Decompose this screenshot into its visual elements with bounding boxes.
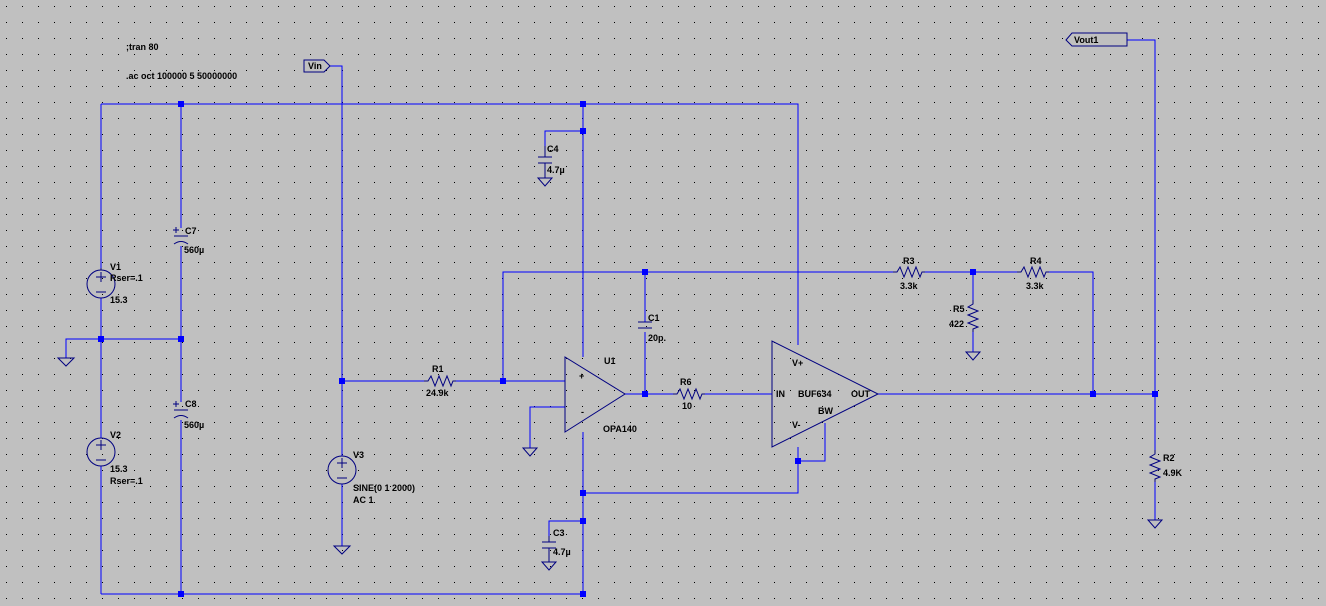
net-label-vout[interactable]: Vout1 (1065, 32, 1128, 47)
v1-voltage-source[interactable]: V1 Rser=.1 15.3 (86, 262, 143, 305)
r6-value: 10 (682, 401, 692, 411)
c4-value: 4.7µ (547, 165, 565, 175)
c7-value: 560µ (184, 245, 204, 255)
r3-resistor[interactable]: R3 3.3k (893, 256, 925, 291)
c1-capacitor[interactable]: C1 20p. (638, 313, 666, 343)
r1-resistor[interactable]: R1 24.9k (424, 364, 456, 398)
v3-value: SINE(0 1 2000) (353, 483, 415, 493)
r4-value: 3.3k (1026, 281, 1045, 291)
c3-name: C3 (553, 528, 565, 538)
r6-name: R6 (680, 377, 692, 387)
u1-plus-pin: + (579, 371, 584, 381)
buf-vplus-pin: V+ (792, 358, 803, 368)
r3-name: R3 (903, 256, 915, 266)
c4-name: C4 (547, 144, 559, 154)
ac-directive[interactable]: .ac oct 100000 5 50000000 (126, 71, 237, 81)
c7-name: C7 (185, 226, 197, 236)
v3-param: AC 1 (353, 495, 374, 505)
u1-name: U1 (604, 356, 616, 366)
r5-value: 422 (949, 319, 964, 329)
v1-value: 15.3 (110, 295, 128, 305)
v2-name: V2 (110, 430, 121, 440)
net-label-vin[interactable]: Vin (303, 59, 331, 73)
u1-minus-pin: - (581, 407, 584, 417)
vin-label-text: Vin (308, 61, 322, 71)
r5-resistor[interactable]: R5 422 (949, 300, 980, 332)
v1-name: V1 (110, 262, 121, 272)
u1-part: OPA140 (603, 424, 637, 434)
buf634-buffer[interactable]: V+ IN BUF634 OUT BW V- (771, 340, 880, 448)
r2-value: 4.9K (1163, 468, 1183, 478)
c8-value: 560µ (184, 420, 204, 430)
c7-capacitor[interactable]: C7 560µ (173, 226, 204, 255)
r6-resistor[interactable]: R6 10 (673, 377, 705, 411)
c1-name: C1 (648, 313, 660, 323)
c4-capacitor[interactable]: C4 4.7µ (538, 144, 565, 178)
u1-opamp[interactable]: + - U1 OPA140 (564, 356, 637, 434)
buf-in-pin: IN (776, 389, 785, 399)
r2-name: R2 (1163, 453, 1175, 463)
junctions (98, 101, 1158, 597)
r4-name: R4 (1030, 256, 1042, 266)
r4-resistor[interactable]: R4 3.3k (1017, 256, 1049, 291)
tran-directive[interactable]: ;tran 80 (126, 42, 159, 52)
buf-out-pin: OUT (851, 389, 871, 399)
buf-vminus-pin: V- (792, 420, 801, 430)
r1-value: 24.9k (426, 388, 450, 398)
v2-param: Rser=.1 (110, 476, 143, 486)
c3-capacitor[interactable]: C3 4.7µ (542, 528, 571, 562)
v1-param: Rser=.1 (110, 273, 143, 283)
r2-resistor[interactable]: R2 4.9K (1148, 450, 1183, 482)
v3-voltage-source[interactable]: V3 SINE(0 1 2000) AC 1 (327, 450, 415, 505)
r1-name: R1 (432, 364, 444, 374)
r3-value: 3.3k (900, 281, 919, 291)
wires (65, 39, 1156, 595)
r5-name: R5 (953, 304, 965, 314)
c8-capacitor[interactable]: C8 560µ (173, 399, 204, 430)
v2-value: 15.3 (110, 464, 128, 474)
c3-value: 4.7µ (553, 547, 571, 557)
vout-label-text: Vout1 (1074, 35, 1098, 45)
buf-part: BUF634 (798, 389, 832, 399)
buf-bw-pin: BW (818, 406, 833, 416)
v2-voltage-source[interactable]: V2 15.3 Rser=.1 (86, 430, 143, 486)
v3-name: V3 (353, 450, 364, 460)
c1-value: 20p. (648, 333, 666, 343)
c8-name: C8 (185, 399, 197, 409)
